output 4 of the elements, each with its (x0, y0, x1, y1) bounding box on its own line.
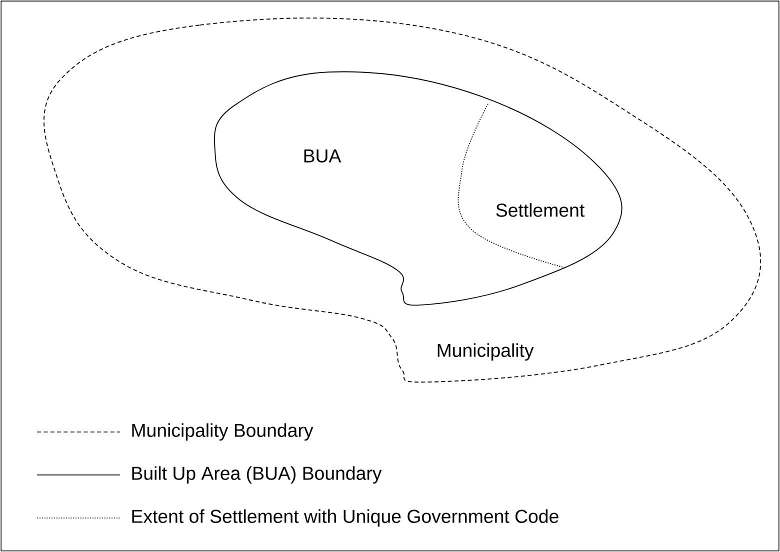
legend-text: Extent of Settlement with Unique Government Code (132, 509, 558, 527)
legend-text: Built Up Area (BUA) Boundary (132, 466, 382, 484)
legend-text: Municipality Boundary (132, 423, 314, 441)
settlement-extent: Settlement (458, 104, 584, 268)
